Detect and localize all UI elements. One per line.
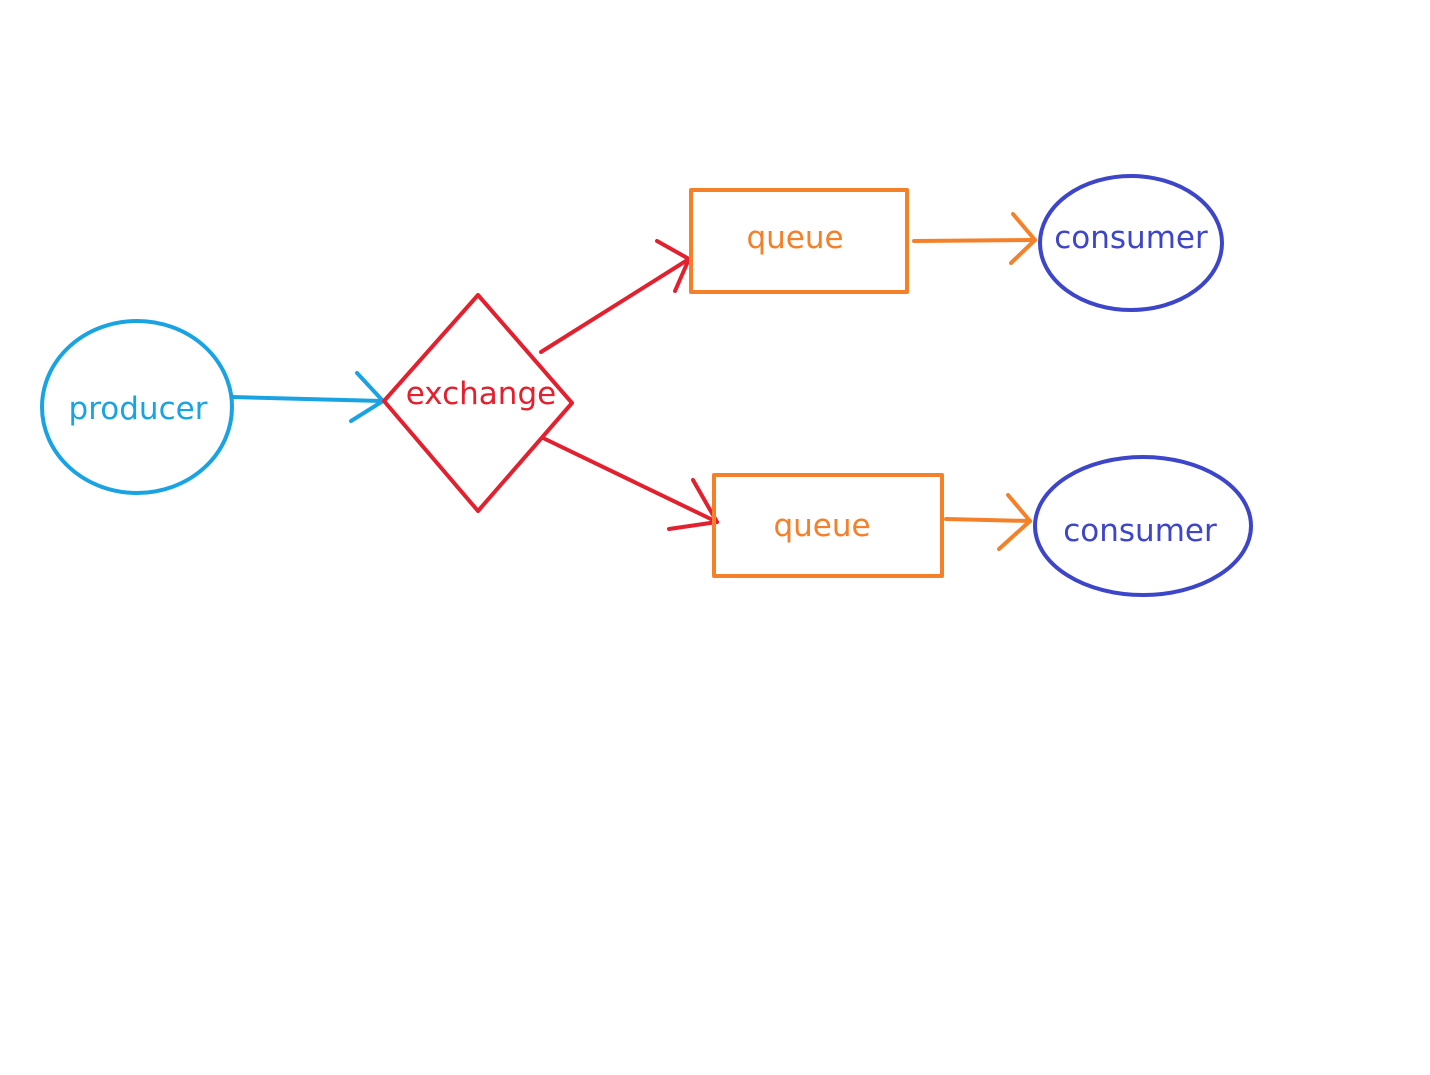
edge-exchange-queue-top-arrowhead — [655, 239, 691, 293]
consumer-top-label: consumer — [1054, 220, 1208, 256]
edge-queue-top-consumer-top-line — [912, 238, 1037, 243]
consumer-bottom-node: consumer — [1033, 455, 1253, 597]
consumer-top-node: consumer — [1038, 174, 1224, 312]
edge-producer-exchange-line — [230, 395, 385, 403]
queue-bottom-label: queue — [773, 508, 870, 544]
edge-exchange-queue-top — [539, 239, 691, 354]
queue-top-box — [689, 188, 909, 294]
edge-exchange-queue-bottom — [541, 436, 719, 531]
producer-label: producer — [69, 391, 208, 427]
edge-queue-top-consumer-top — [912, 212, 1037, 265]
consumer-top-ellipse — [1038, 174, 1224, 312]
queue-bottom-box — [712, 473, 944, 578]
edge-producer-exchange-arrowhead — [349, 371, 385, 423]
edge-exchange-queue-top-line — [539, 257, 691, 354]
edge-producer-exchange — [230, 371, 385, 423]
edge-exchange-queue-bottom-arrowhead — [667, 478, 719, 531]
queue-bottom-node: queue — [712, 473, 944, 578]
exchange-node: exchange — [382, 293, 574, 513]
consumer-bottom-label: consumer — [1063, 513, 1217, 549]
edge-exchange-queue-bottom-line — [541, 436, 719, 524]
queue-top-label: queue — [746, 220, 843, 256]
edge-queue-bottom-consumer-bottom-line — [944, 517, 1032, 523]
producer-ellipse — [40, 319, 234, 495]
queue-top-node: queue — [689, 188, 909, 294]
exchange-diamond — [382, 293, 574, 513]
edge-queue-bottom-consumer-bottom-arrowhead — [997, 493, 1032, 551]
producer-node: producer — [40, 319, 234, 495]
edge-queue-top-consumer-top-arrowhead — [1009, 212, 1037, 265]
edge-queue-bottom-consumer-bottom — [944, 493, 1032, 551]
exchange-label: exchange — [406, 376, 556, 412]
consumer-bottom-ellipse — [1033, 455, 1253, 597]
